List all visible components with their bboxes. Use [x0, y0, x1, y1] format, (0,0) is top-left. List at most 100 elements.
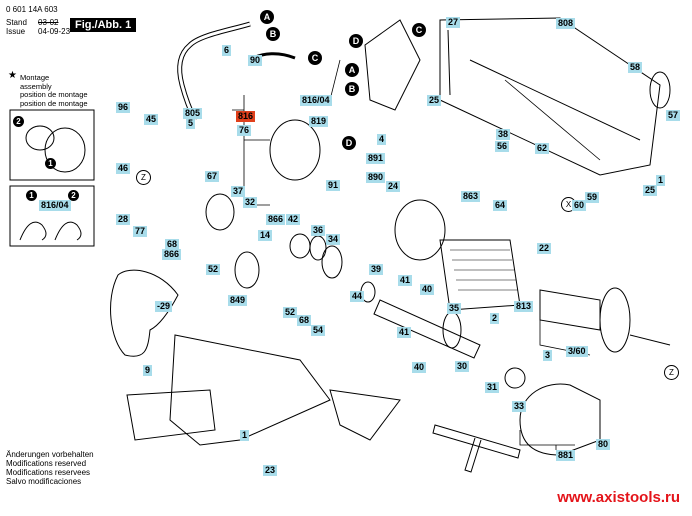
- part-label-866-b[interactable]: 866: [162, 249, 182, 260]
- knob: [649, 71, 671, 109]
- part-label-1-b[interactable]: 1: [240, 430, 250, 441]
- part-label-31[interactable]: 31: [485, 382, 500, 393]
- part-label-67[interactable]: 67: [205, 171, 220, 182]
- part-label-2[interactable]: 2: [490, 313, 500, 324]
- part-label-56[interactable]: 56: [495, 141, 510, 152]
- connector-d: D: [349, 34, 363, 48]
- old-date: 03-02: [38, 18, 59, 27]
- footer-notes: Änderungen vorbehalten Modifications res…: [6, 450, 94, 486]
- part-label-59[interactable]: 59: [585, 192, 600, 203]
- aux-handle: [110, 269, 179, 357]
- connector-b: B: [266, 27, 280, 41]
- part-label-45[interactable]: 45: [144, 114, 159, 125]
- part-label-816-04-inset[interactable]: 816/04: [39, 200, 71, 211]
- fan-guide: [394, 199, 446, 261]
- part-label-881[interactable]: 881: [556, 450, 576, 461]
- part-label-34[interactable]: 34: [326, 234, 341, 245]
- inset-box-bottom: [9, 185, 95, 247]
- part-label-35[interactable]: 35: [447, 303, 462, 314]
- armature: [539, 289, 601, 331]
- part-label-819[interactable]: 819: [309, 116, 329, 127]
- part-label-62[interactable]: 62: [535, 143, 550, 154]
- part-label-25-b[interactable]: 25: [643, 185, 658, 196]
- part-label-68[interactable]: 68: [165, 239, 180, 250]
- part-label-29[interactable]: -29: [155, 301, 173, 312]
- part-label-22[interactable]: 22: [537, 243, 552, 254]
- part-label-5[interactable]: 5: [186, 118, 196, 129]
- part-label-28[interactable]: 28: [116, 214, 131, 225]
- housing-half: [439, 17, 661, 176]
- spindle: [373, 299, 481, 359]
- part-label-23[interactable]: 23: [263, 465, 278, 476]
- assembly-note: ★ Montage assembly position de montage p…: [8, 71, 88, 108]
- connector-a: A: [260, 10, 274, 24]
- part-label-30[interactable]: 30: [455, 361, 470, 372]
- part-label-96[interactable]: 96: [116, 102, 131, 113]
- part-label-52-b[interactable]: 52: [283, 307, 298, 318]
- part-label-60[interactable]: 60: [572, 200, 587, 211]
- note-line: Montage: [20, 73, 50, 82]
- footer-line: Modifications reserved: [6, 459, 87, 468]
- part-label-44[interactable]: 44: [350, 291, 365, 302]
- part-label-58[interactable]: 58: [628, 62, 643, 73]
- part-label-816-highlight[interactable]: 816: [236, 111, 256, 122]
- brush-holder-inset: [44, 127, 86, 173]
- part-label-816-04[interactable]: 816/04: [300, 95, 332, 106]
- part-label-3[interactable]: 3: [543, 350, 553, 361]
- part-label-36[interactable]: 36: [311, 225, 326, 236]
- part-label-808[interactable]: 808: [556, 18, 576, 29]
- brush-plate: [269, 119, 321, 181]
- part-label-37[interactable]: 37: [231, 186, 246, 197]
- connector-z: Z: [664, 365, 679, 380]
- part-label-54[interactable]: 54: [311, 325, 326, 336]
- bearing-33: [504, 367, 526, 389]
- part-label-57[interactable]: 57: [666, 110, 681, 121]
- part-label-6[interactable]: 6: [222, 45, 232, 56]
- part-label-41[interactable]: 41: [398, 275, 413, 286]
- part-label-25[interactable]: 25: [427, 95, 442, 106]
- part-label-68-b[interactable]: 68: [297, 315, 312, 326]
- part-label-891[interactable]: 891: [366, 153, 386, 164]
- part-label-3-60[interactable]: 3/60: [566, 346, 588, 357]
- chuck-key: [432, 424, 521, 473]
- note-line: position de montage: [20, 90, 88, 99]
- part-label-863[interactable]: 863: [461, 191, 481, 202]
- part-label-32[interactable]: 32: [243, 197, 258, 208]
- part-label-41-b[interactable]: 41: [397, 327, 412, 338]
- connector-c: C: [412, 23, 426, 37]
- part-label-64[interactable]: 64: [493, 200, 508, 211]
- part-label-27[interactable]: 27: [446, 17, 461, 28]
- part-label-14[interactable]: 14: [258, 230, 273, 241]
- part-label-4[interactable]: 4: [377, 134, 387, 145]
- part-label-77[interactable]: 77: [133, 226, 148, 237]
- part-label-866[interactable]: 866: [266, 214, 286, 225]
- part-label-91[interactable]: 91: [326, 180, 341, 191]
- note-line: assembly: [20, 81, 52, 91]
- part-label-46[interactable]: 46: [116, 163, 131, 174]
- part-label-813[interactable]: 813: [514, 301, 534, 312]
- step-2: 2: [68, 190, 79, 201]
- part-label-1[interactable]: 1: [656, 175, 666, 186]
- connector-b: B: [345, 82, 359, 96]
- step-1: 1: [45, 158, 56, 169]
- part-label-890[interactable]: 890: [366, 172, 386, 183]
- part-label-33[interactable]: 33: [512, 401, 527, 412]
- part-label-38[interactable]: 38: [496, 129, 511, 140]
- part-label-9[interactable]: 9: [143, 365, 153, 376]
- part-label-42[interactable]: 42: [286, 214, 301, 225]
- armature-fan: [599, 287, 631, 353]
- part-label-805[interactable]: 805: [183, 108, 203, 119]
- part-label-40-b[interactable]: 40: [412, 362, 427, 373]
- part-label-52[interactable]: 52: [206, 264, 221, 275]
- part-label-24[interactable]: 24: [386, 181, 401, 192]
- watermark[interactable]: www.axistools.ru: [557, 489, 680, 506]
- part-label-40[interactable]: 40: [420, 284, 435, 295]
- part-label-849[interactable]: 849: [228, 295, 248, 306]
- connector-c: C: [308, 51, 322, 65]
- part-label-90[interactable]: 90: [248, 55, 263, 66]
- part-label-80[interactable]: 80: [596, 439, 611, 450]
- switch: [364, 19, 421, 111]
- part-label-76[interactable]: 76: [237, 125, 252, 136]
- step-1: 1: [26, 190, 37, 201]
- part-label-39[interactable]: 39: [369, 264, 384, 275]
